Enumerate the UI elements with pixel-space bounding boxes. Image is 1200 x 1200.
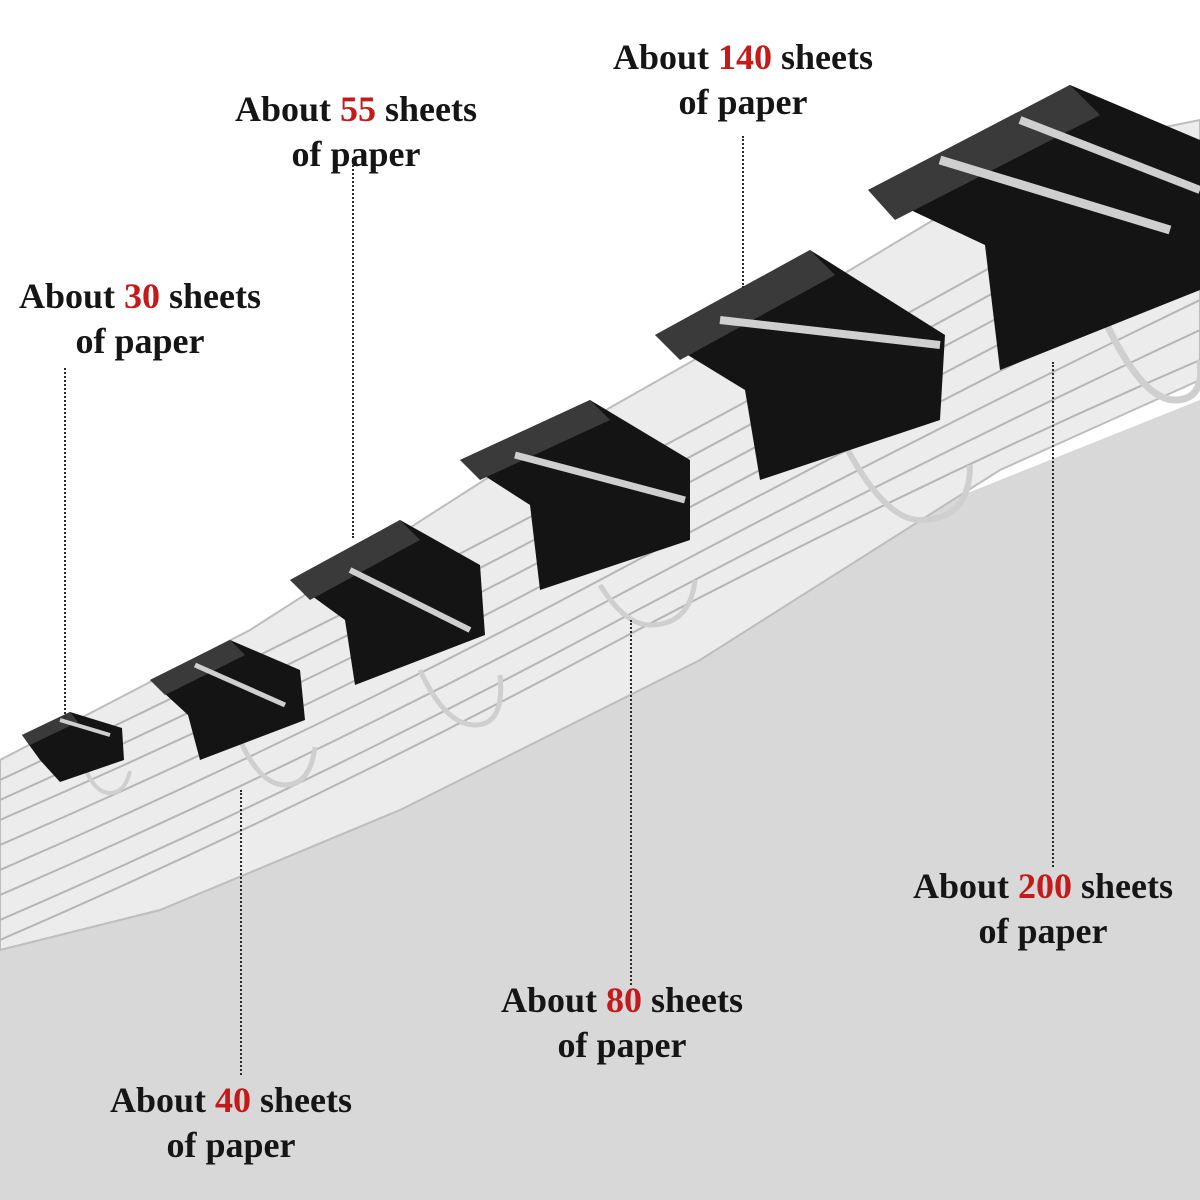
sheet-count: 200 xyxy=(1018,866,1073,906)
leader-line-30 xyxy=(64,368,66,718)
label-40-sheets: About 40 sheets of paper xyxy=(110,1078,352,1168)
label-line-2: of paper xyxy=(978,911,1108,951)
grey-background xyxy=(0,400,1200,1200)
leader-line-80 xyxy=(630,620,632,985)
label-140-sheets: About 140 sheets of paper xyxy=(613,35,873,125)
label-200-sheets: About 200 sheets of paper xyxy=(913,864,1173,954)
label-80-sheets: About 80 sheets of paper xyxy=(501,978,743,1068)
label-line-1: About 80 sheets xyxy=(500,980,744,1020)
binder-clip-200 xyxy=(868,85,1200,404)
binder-clip-140 xyxy=(655,250,973,524)
leader-line-140 xyxy=(742,136,744,288)
binder-clip-40 xyxy=(150,640,318,788)
label-line-2: of paper xyxy=(678,82,808,122)
label-line-2: of paper xyxy=(75,321,205,361)
binder-clip-30 xyxy=(22,712,132,796)
leader-line-200 xyxy=(1052,362,1054,867)
sheet-count: 80 xyxy=(606,980,643,1020)
sheet-count: 40 xyxy=(215,1080,252,1120)
sheet-count: 30 xyxy=(124,276,161,316)
label-line-1: About 200 sheets xyxy=(912,866,1174,906)
sheet-count: 140 xyxy=(718,37,773,77)
label-55-sheets: About 55 sheets of paper xyxy=(235,87,477,177)
label-line-1: About 140 sheets xyxy=(612,37,874,77)
label-line-2: of paper xyxy=(557,1025,687,1065)
sheet-count: 55 xyxy=(340,89,377,129)
leader-line-40 xyxy=(240,790,242,1075)
binder-clip-80 xyxy=(460,400,698,628)
label-line-1: About 55 sheets xyxy=(234,89,478,129)
label-30-sheets: About 30 sheets of paper xyxy=(19,274,261,364)
label-line-1: About 30 sheets xyxy=(18,276,262,316)
binder-clip-55 xyxy=(290,520,504,728)
label-line-2: of paper xyxy=(166,1125,296,1165)
label-line-1: About 40 sheets xyxy=(109,1080,353,1120)
label-line-2: of paper xyxy=(291,134,421,174)
leader-line-55 xyxy=(352,158,354,538)
